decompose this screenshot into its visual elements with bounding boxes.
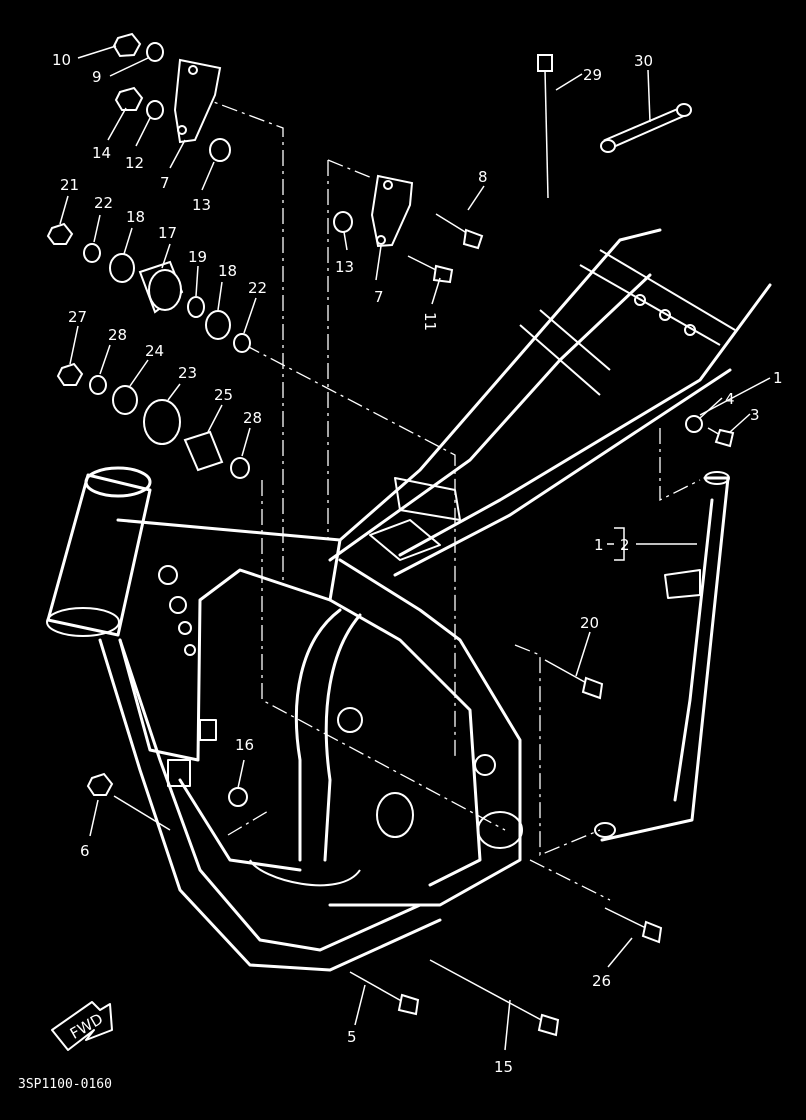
callout-23: 23 [178, 364, 197, 382]
callout-13a: 13 [192, 196, 211, 214]
callout-15: 15 [494, 1058, 513, 1076]
callout-29: 29 [583, 66, 602, 84]
callout-30: 30 [634, 52, 653, 70]
callout-22a: 22 [94, 194, 113, 212]
assembly-guide-lines [194, 94, 701, 901]
callout-20: 20 [580, 614, 599, 632]
callout-22b: 22 [248, 279, 267, 297]
callout-25: 25 [214, 386, 233, 404]
callout-16: 16 [235, 736, 254, 754]
engine-bracket-right [370, 174, 414, 248]
callout-13b: 13 [335, 258, 354, 276]
callout-28a: 28 [108, 326, 127, 344]
forward-direction-arrow: FWD [51, 1001, 113, 1051]
callout-numbers: 10 9 14 12 7 13 21 22 18 17 19 18 22 27 … [52, 51, 783, 1076]
callout-12: 12 [125, 154, 144, 172]
callout-14: 14 [92, 144, 111, 162]
callout-28b: 28 [243, 409, 262, 427]
callout-18b: 18 [218, 262, 237, 280]
callout-8: 8 [478, 168, 488, 186]
fasteners [46, 32, 735, 1037]
callout-19: 19 [188, 248, 207, 266]
callout-2: 2 [620, 536, 630, 554]
leader-lines [59, 45, 771, 1051]
diagram-code: 3SP1100-0160 [18, 1077, 112, 1092]
callout-27: 27 [68, 308, 87, 326]
engine-bracket-upper [173, 58, 222, 144]
main-frame [46, 228, 772, 972]
rear-frame-tube [594, 471, 730, 842]
callout-7b: 7 [374, 288, 384, 306]
callout-24: 24 [145, 342, 164, 360]
callout-4: 4 [725, 390, 735, 408]
callout-9: 9 [92, 68, 102, 86]
callout-7a: 7 [160, 174, 170, 192]
callout-10: 10 [52, 51, 71, 69]
callout-21: 21 [60, 176, 79, 194]
callout-26: 26 [592, 972, 611, 990]
callout-5: 5 [347, 1028, 357, 1046]
callout-1b: 1 [594, 536, 604, 554]
callout-6: 6 [80, 842, 90, 860]
callout-1: 1 [773, 369, 783, 387]
callout-17: 17 [158, 224, 177, 242]
callout-3: 3 [750, 406, 760, 424]
callout-18a: 18 [126, 208, 145, 226]
callout-11: 11 [421, 312, 439, 331]
